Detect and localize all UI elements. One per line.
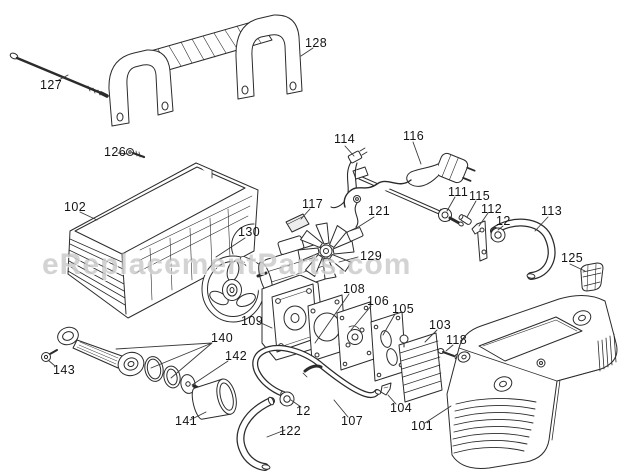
callout-143: 143 [53, 363, 76, 377]
callout-129: 129 [360, 249, 383, 263]
callout-111: 111 [448, 185, 469, 199]
callout-128: 128 [305, 36, 328, 50]
callout-116: 116 [403, 129, 425, 143]
callout-106: 106 [367, 294, 390, 308]
shroud-102-drawing [67, 162, 259, 319]
callout-108: 108 [343, 282, 366, 296]
callout-140: 140 [211, 331, 234, 345]
nut-12-upper-drawing [490, 227, 506, 243]
tube-111-drawing [352, 166, 464, 227]
callout-105: 105 [392, 302, 415, 316]
leader-lines [47, 47, 586, 438]
callout-113: 113 [541, 204, 563, 218]
callout-122: 122 [279, 424, 302, 438]
tank-101-drawing [446, 295, 618, 469]
wire-121-drawing [346, 195, 364, 242]
callout-104: 104 [390, 401, 413, 415]
callout-109: 109 [241, 314, 264, 328]
nut-12-lower-drawing [279, 391, 295, 407]
callout-130: 130 [238, 225, 261, 239]
callout-142: 142 [225, 349, 248, 363]
callout-112: 112 [481, 202, 503, 216]
rod-and-piston-group-drawing [41, 326, 237, 420]
gasket-105-drawing [370, 311, 407, 382]
hose-122-drawing [236, 396, 275, 471]
head-103-drawing [398, 332, 443, 403]
clip-104-drawing [380, 382, 392, 396]
callout-12-lower: 12 [296, 404, 311, 418]
callout-12-upper: 12 [496, 214, 511, 228]
valve-plate-106-drawing [336, 301, 375, 371]
callout-115: 115 [469, 189, 491, 203]
callout-102: 102 [64, 200, 87, 214]
callout-125: 125 [561, 251, 584, 265]
callout-118: 118 [446, 333, 468, 347]
pump-109-drawing [261, 274, 321, 361]
callout-114: 114 [334, 132, 356, 146]
cord-set-116-drawing [343, 152, 476, 208]
callout-103: 103 [429, 318, 452, 332]
callout-117: 117 [302, 197, 324, 211]
screw-126-drawing [126, 148, 146, 159]
pin-115-drawing [458, 214, 472, 225]
bracket-112-drawing [471, 220, 488, 262]
clip-125-drawing [580, 262, 604, 292]
handle-128-drawing [108, 14, 303, 127]
callout-141: 141 [175, 414, 198, 428]
callout-127: 127 [40, 78, 63, 92]
callout-101: 101 [411, 419, 434, 433]
callout-126: 126 [104, 145, 127, 159]
bolt-127-drawing [9, 52, 109, 98]
callout-107: 107 [341, 414, 364, 428]
callout-121: 121 [368, 204, 391, 218]
pad-117-drawing [285, 213, 310, 233]
